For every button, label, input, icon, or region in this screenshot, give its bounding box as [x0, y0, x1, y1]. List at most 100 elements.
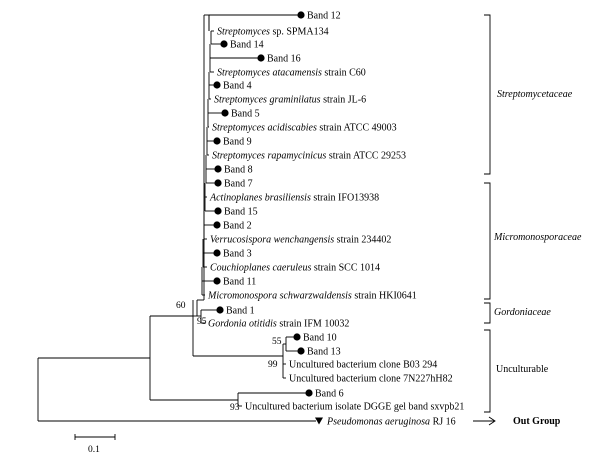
leaf-label-band11: Band 11	[223, 277, 256, 288]
outgroup-label: Out Group	[513, 416, 561, 427]
bracket-gordoniaceae	[484, 302, 491, 324]
leaf-marker-dot	[213, 249, 221, 257]
leaf-label-otitidis: Gordonia otitidis strain IFM 10032	[208, 319, 349, 330]
leaf-label-band10: Band 10	[303, 333, 337, 344]
leaf-marker-dot	[214, 165, 222, 173]
leaf-label-band3: Band 3	[223, 249, 252, 260]
leaf-marker-dot	[297, 347, 305, 355]
leaf-label-band14: Band 14	[230, 40, 264, 51]
leaf-label-part: Band 1	[226, 306, 255, 317]
leaf-label-part: Streptomyces	[217, 27, 270, 38]
bootstrap-93: 93	[230, 403, 240, 413]
leaf-label-caeruleus: Couchioplanes caeruleus strain SCC 1014	[210, 263, 380, 274]
leaf-label-part: Verrucosispora wenchangensis	[210, 235, 334, 246]
family-label-unculturable: Unculturable	[496, 364, 549, 375]
leaf-label-part: strain SCC 1014	[311, 263, 380, 274]
leaf-marker-dot	[216, 306, 224, 314]
leaf-marker-dot	[221, 109, 229, 117]
leaf-label-band13: Band 13	[307, 347, 341, 358]
leaf-label-part: Streptomyces acidiscabies	[212, 123, 317, 134]
leaf-label-part: strain C60	[322, 68, 366, 79]
leaf-label-part: strain JL-6	[321, 95, 367, 106]
leaf-label-part: Uncultured bacterium isolate DGGE gel ba…	[245, 402, 464, 413]
bracket-unculturable	[484, 329, 491, 413]
leaf-marker-dot	[305, 389, 313, 397]
leaf-label-part: Uncultured bacterium clone B03 294	[289, 360, 437, 371]
leaf-marker-dot	[220, 40, 228, 48]
family-label-gordoniaceae: Gordoniaceae	[494, 307, 551, 318]
leaf-label-band7: Band 7	[224, 179, 253, 190]
leaf-label-part: Band 9	[223, 137, 252, 148]
family-label-streptomycetaceae: Streptomycetaceae	[497, 89, 573, 100]
leaf-label-part: strain ATCC 29253	[326, 151, 406, 162]
leaf-label-part: RJ 16	[430, 417, 456, 428]
family-label-micromonosporaceae: Micromonosporaceae	[493, 232, 582, 243]
leaf-label-atacamensis: Streptomyces atacamensis strain C60	[217, 68, 366, 79]
leaf-label-part: Pseudomonas aeruginosa	[326, 417, 430, 428]
leaf-label-wenchangensis: Verrucosispora wenchangensis strain 2344…	[210, 235, 391, 246]
leaf-marker-dot	[293, 333, 301, 341]
leaf-marker-dot	[214, 207, 222, 215]
leaf-marker-dot	[214, 179, 222, 187]
bootstrap-99: 99	[268, 360, 278, 370]
leaf-marker-dot	[257, 54, 265, 62]
leaf-label-band5: Band 5	[231, 109, 260, 120]
leaf-label-band2: Band 2	[223, 221, 252, 232]
leaf-label-dgge: Uncultured bacterium isolate DGGE gel ba…	[245, 402, 464, 413]
leaf-markers	[213, 11, 323, 425]
leaf-label-part: Band 13	[307, 347, 341, 358]
leaf-label-part: Gordonia otitidis	[208, 319, 277, 330]
leaf-label-band16: Band 16	[267, 54, 301, 65]
leaf-label-graminilatus: Streptomyces graminilatus strain JL-6	[214, 95, 366, 106]
leaf-label-band9: Band 9	[223, 137, 252, 148]
leaf-label-acidiscabies: Streptomyces acidiscabies strain ATCC 49…	[212, 123, 397, 134]
leaf-label-part: strain 234402	[334, 235, 391, 246]
leaf-label-clone7N: Uncultured bacterium clone 7N227hH82	[289, 374, 453, 385]
leaf-label-part: Micromonospora schwarzwaldensis	[207, 291, 352, 302]
scale-bar	[74, 434, 116, 440]
scale-bar-label: 0.1	[88, 445, 100, 455]
leaf-label-band8: Band 8	[224, 165, 253, 176]
leaf-marker-dot	[297, 11, 305, 19]
leaf-label-pseudomonas: Pseudomonas aeruginosa RJ 16	[326, 417, 456, 428]
bootstrap-60: 60	[176, 301, 186, 311]
leaf-label-part: Band 5	[231, 109, 260, 120]
leaf-label-cloneB03: Uncultured bacterium clone B03 294	[289, 360, 437, 371]
leaf-label-part: Couchioplanes caeruleus	[210, 263, 311, 274]
leaf-label-band6: Band 6	[315, 389, 344, 400]
leaf-label-part: strain IFO13938	[311, 193, 379, 204]
leaf-marker-dot	[213, 221, 221, 229]
leaf-label-part: strain ATCC 49003	[317, 123, 397, 134]
leaf-label-band4: Band 4	[223, 81, 252, 92]
outgroup-arrow	[473, 416, 496, 426]
leaf-label-part: Band 16	[267, 54, 301, 65]
leaf-label-part: Band 10	[303, 333, 337, 344]
leaf-label-part: Actinoplanes brasiliensis	[209, 193, 311, 204]
leaf-label-brasiliensis: Actinoplanes brasiliensis strain IFO1393…	[209, 193, 379, 204]
leaf-label-band12: Band 12	[307, 11, 341, 22]
leaf-label-part: Streptomyces rapamycinicus	[212, 151, 326, 162]
leaf-label-part: Band 12	[307, 11, 341, 22]
bracket-micromonosporaceae	[484, 182, 491, 300]
leaf-label-part: strain HKI0641	[352, 291, 417, 302]
leaf-label-part: Band 3	[223, 249, 252, 260]
leaf-marker-dot	[213, 81, 221, 89]
leaf-label-part: Band 8	[224, 165, 253, 176]
leaf-label-spma134: Streptomyces sp. SPMA134	[217, 27, 329, 38]
leaf-label-band15: Band 15	[224, 207, 258, 218]
leaf-label-schwarzwaldensis: Micromonospora schwarzwaldensis strain H…	[207, 291, 417, 302]
bracket-streptomycetaceae	[484, 14, 491, 175]
leaf-label-part: Uncultured bacterium clone 7N227hH82	[289, 374, 453, 385]
leaf-marker-dot	[213, 137, 221, 145]
leaf-label-part: Band 6	[315, 389, 344, 400]
leaf-label-band1: Band 1	[226, 306, 255, 317]
bootstrap-55: 55	[272, 337, 282, 347]
leaf-label-part: Band 7	[224, 179, 253, 190]
leaf-label-part: Band 4	[223, 81, 252, 92]
leaf-label-rapamycinicus: Streptomyces rapamycinicus strain ATCC 2…	[212, 151, 406, 162]
leaf-label-part: Band 15	[224, 207, 258, 218]
leaf-label-part: Band 2	[223, 221, 252, 232]
leaf-marker-triangle	[315, 417, 323, 425]
